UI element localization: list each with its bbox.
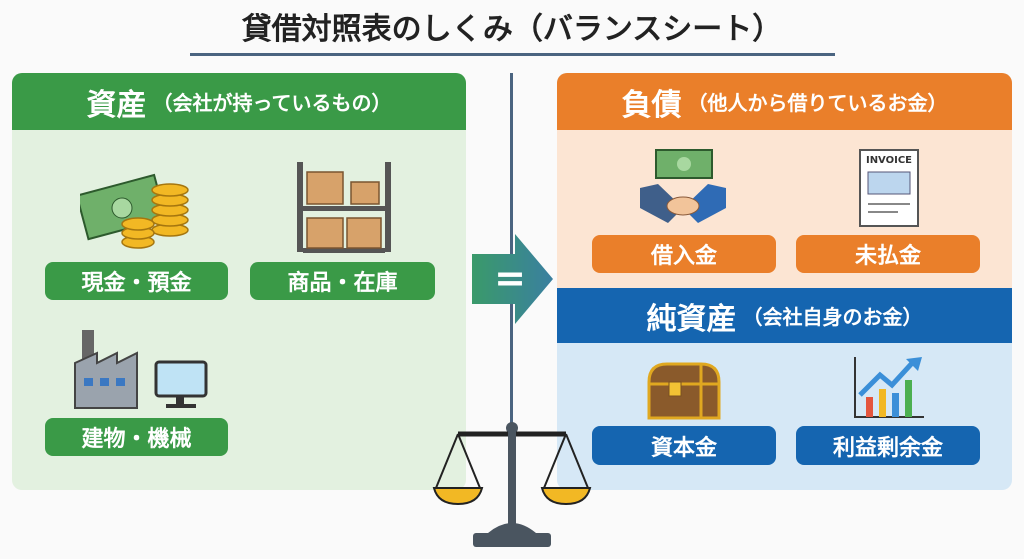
treasure-chest-icon xyxy=(647,362,721,420)
asset-item-inventory: 商品・在庫 xyxy=(250,262,435,300)
equals-sign: = xyxy=(494,256,526,300)
equity-item-retained-earnings: 利益剰余金 xyxy=(796,426,980,465)
liabilities-heading: 負債 xyxy=(621,87,682,123)
handshake-money-icon xyxy=(640,149,726,223)
growth-chart-icon xyxy=(854,357,924,418)
title-underline xyxy=(190,53,835,56)
assets-subheading: （会社が持っているもの） xyxy=(152,91,392,115)
liability-item-payables: 未払金 xyxy=(796,235,980,273)
equals-arrow-icon xyxy=(472,234,553,324)
equity-item-capital: 資本金 xyxy=(592,426,776,465)
liabilities-subheading: （他人から借りているお金） xyxy=(687,91,948,115)
page-title: 貸借対照表のしくみ（バランスシート） xyxy=(241,12,783,47)
liabilities-header: 負債（他人から借りているお金） xyxy=(557,73,1012,130)
equity-header: 純資産（会社自身のお金） xyxy=(557,288,1012,343)
invoice-label: INVOICE xyxy=(865,155,913,166)
equity-subheading: （会社自身のお金） xyxy=(742,305,923,329)
cash-coins-icon xyxy=(80,173,189,249)
invoice-icon xyxy=(859,149,919,227)
equity-heading: 純資産 xyxy=(646,301,737,337)
balance-scale-icon xyxy=(432,422,592,547)
asset-item-cash: 現金・預金 xyxy=(45,262,228,300)
factory-computer-icon xyxy=(74,330,208,409)
divider-line xyxy=(510,73,513,423)
asset-item-buildings: 建物・機械 xyxy=(45,418,228,456)
liabilities-equity-panel: 負債（他人から借りているお金） 純資産（会社自身のお金） xyxy=(557,73,1012,490)
assets-heading: 資産 xyxy=(86,87,147,123)
warehouse-shelf-icon xyxy=(297,162,391,253)
liability-item-loans: 借入金 xyxy=(592,235,776,273)
assets-header: 資産（会社が持っているもの） xyxy=(12,73,466,130)
